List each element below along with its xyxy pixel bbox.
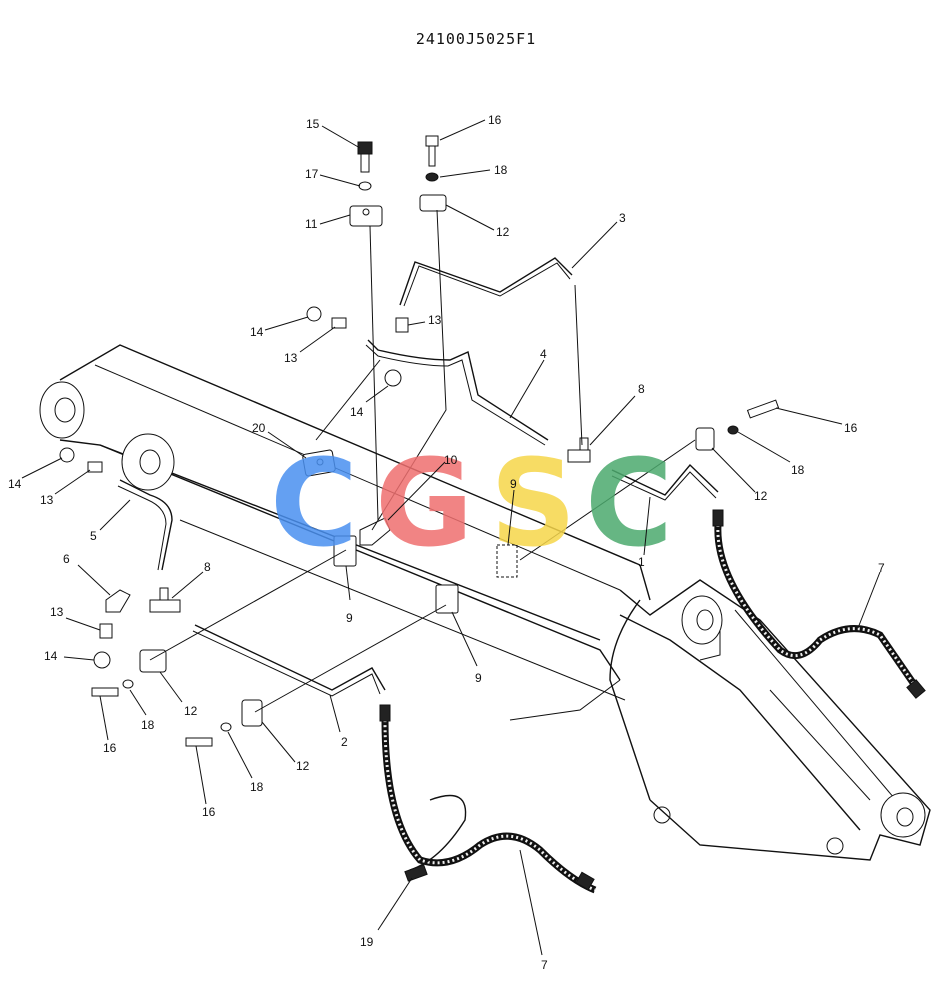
callout-14-left: 14 [8,477,22,491]
bolt-16-lower [185,737,213,747]
nut-14-left [59,447,75,463]
watermark-letter-c1: C [270,435,358,574]
callout-12-left: 12 [184,704,198,718]
nut-14-a [306,306,322,322]
callout-8-left: 8 [204,560,211,574]
callout-18-right: 18 [791,463,805,477]
plate-9-lower [435,584,459,614]
callout-1: 1 [638,555,645,569]
callout-12-lower: 12 [296,759,310,773]
callout-17: 17 [305,167,319,181]
callout-5: 5 [90,529,97,543]
callout-9-lower: 9 [475,671,482,685]
callout-7-right: 7 [878,561,885,575]
callout-4: 4 [540,347,547,361]
callout-6: 6 [63,552,70,566]
connector-13-left [87,461,103,473]
clamp-12-top [419,194,447,212]
pipe-5 [117,479,173,571]
nut-14-b [384,369,402,387]
callout-14-b: 14 [350,405,364,419]
pipe-4 [365,339,549,446]
callout-16-right: 16 [844,421,858,435]
callout-9-center: 9 [510,477,517,491]
callout-11: 11 [305,217,318,231]
callout-10: 10 [444,453,458,467]
callout-15: 15 [306,117,320,131]
connector-13-lower-left [99,623,113,639]
callout-16-top: 16 [488,113,502,127]
bracket-10 [359,517,391,546]
callout-20: 20 [252,421,266,435]
part-code-title: 24100J5025F1 [415,30,537,48]
callout-7-lower: 7 [541,958,548,972]
callout-19: 19 [360,935,374,949]
callouts: 15 16 17 18 11 12 3 14 13 13 4 14 8 16 2… [8,113,885,972]
clamp-12-lower [241,699,263,727]
clip-19 [404,864,428,882]
bolt-16-left [91,687,119,697]
nut-14-lower-left [93,651,111,669]
watermark-letter-c2: C [585,435,673,574]
washer-18-lower [220,722,232,732]
clamp-12-left [139,649,167,673]
plate-20 [302,449,336,477]
hose-7-right [712,509,926,699]
connector-13-b [395,317,409,333]
callout-14-lower-left: 14 [44,649,58,663]
connector-13-a [331,317,347,329]
callout-3: 3 [619,211,626,225]
clamp-12-right [695,427,715,451]
bolt-16-right [746,399,780,419]
hose-7-lower [379,704,597,894]
washer-18-top [425,172,439,182]
boom-arm [39,344,931,861]
callout-16-lower: 16 [202,805,216,819]
bolt-16-top [425,135,439,167]
callout-16-left: 16 [103,741,117,755]
elbow-6 [105,589,131,613]
callout-13-left: 13 [40,493,54,507]
washer-17 [358,181,372,191]
bolt-15 [357,141,373,173]
callout-12-right: 12 [754,489,768,503]
pipe-3 [399,257,573,307]
washer-18-right [727,425,739,435]
callout-12-top: 12 [496,225,510,239]
pipe-2 [192,624,386,697]
callout-18-left: 18 [141,718,155,732]
callout-9-left: 9 [346,611,353,625]
watermark-letter-g: G [375,435,474,574]
callout-18-top: 18 [494,163,508,177]
callout-8-right: 8 [638,382,645,396]
pipe-1 [611,463,719,501]
tee-8-left [149,587,181,613]
callout-13-b: 13 [428,313,442,327]
assembly-lines [149,209,696,713]
callout-2: 2 [341,735,348,749]
callout-14-a: 14 [250,325,264,339]
washer-18-left [122,679,134,689]
clamp-11 [349,205,383,227]
watermark-cgsc: C G S C [270,435,673,574]
callout-13-lower-left: 13 [50,605,64,619]
tee-8-right [567,437,591,463]
callout-18-lower: 18 [250,780,264,794]
plate-9-center [496,544,518,578]
watermark-letter-s: S [490,435,576,574]
callout-13-a: 13 [284,351,298,365]
